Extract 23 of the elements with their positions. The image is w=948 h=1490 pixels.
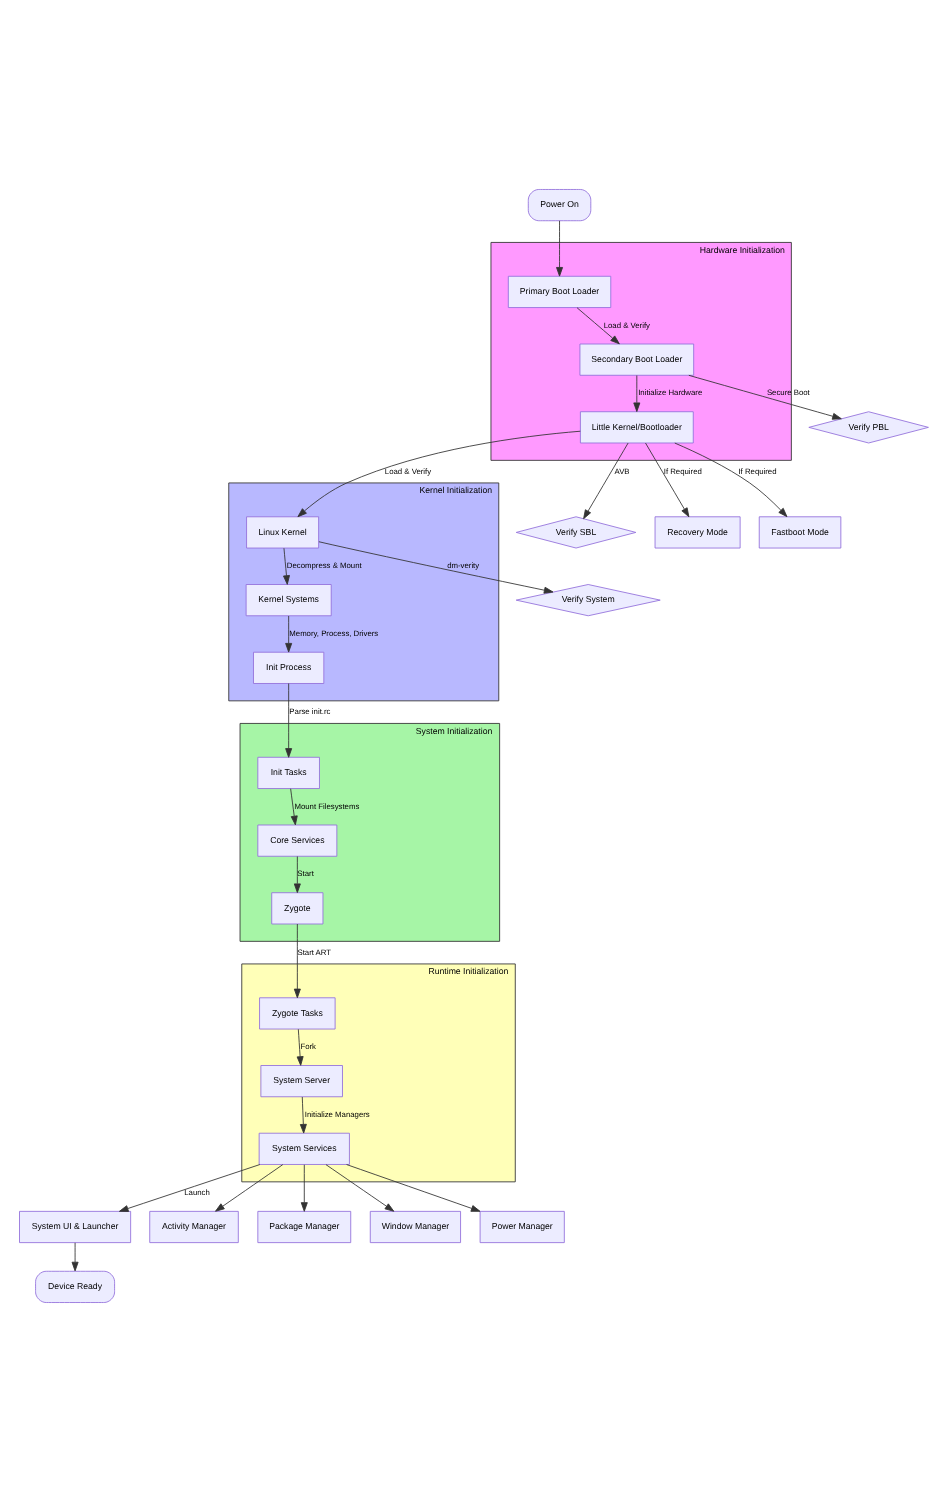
arrow [296, 1027, 304, 1065]
arrow [293, 922, 301, 998]
arrow [119, 1163, 261, 1211]
arrow [71, 1241, 79, 1271]
arrow [576, 306, 620, 344]
arrow [285, 614, 293, 652]
arrow [299, 1095, 307, 1133]
arrow [688, 373, 842, 419]
arrow [297, 429, 581, 517]
arrow [325, 1163, 395, 1211]
arrow [645, 441, 690, 517]
arrow [285, 682, 293, 757]
arrow [674, 441, 788, 517]
arrow [346, 1163, 481, 1211]
arrow [215, 1163, 284, 1211]
arrow [633, 374, 641, 411]
arrow [290, 787, 298, 825]
arrow [583, 441, 629, 519]
arrow [300, 1163, 308, 1211]
arrow [283, 546, 290, 584]
arrow [318, 540, 554, 593]
arrow [293, 855, 301, 892]
arrow [556, 219, 563, 276]
